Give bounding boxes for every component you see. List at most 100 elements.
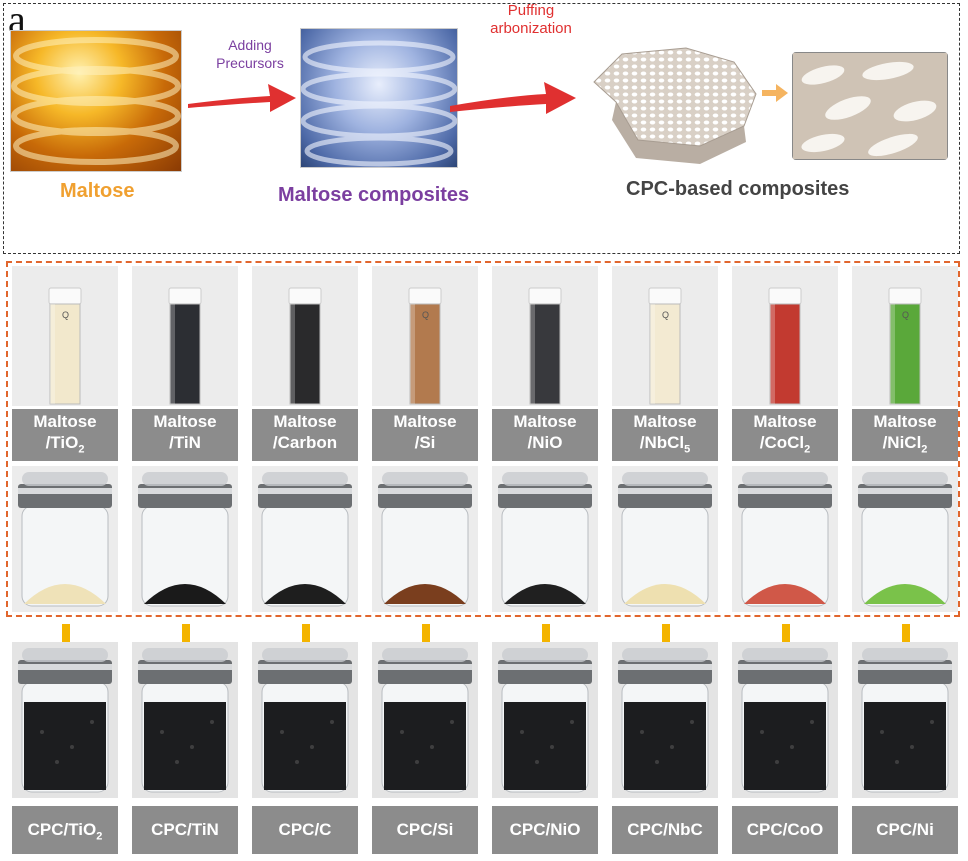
product-label-name: CPC/C bbox=[278, 820, 332, 839]
cpc-zoom-inset bbox=[792, 52, 948, 160]
product-label-name: CPC/TiN bbox=[151, 820, 219, 839]
jar-drawing bbox=[18, 648, 112, 793]
orange-zoom-arrow bbox=[762, 84, 788, 102]
maltose-composites-caption: Maltose composites bbox=[278, 184, 470, 206]
cuvette-label-formula: /TiO bbox=[45, 433, 79, 452]
cuvette-drawing bbox=[528, 287, 562, 405]
cuvette-label-line1: Maltose bbox=[153, 412, 217, 431]
jar-drawing bbox=[858, 472, 952, 607]
formula-subscript: 2 bbox=[78, 443, 85, 456]
arrow1-label-line1: Adding bbox=[228, 37, 272, 53]
cuvette-mark: Q bbox=[62, 310, 70, 320]
cuvette-label-line1: Maltose bbox=[33, 412, 97, 431]
precursor-jar-photo bbox=[372, 466, 478, 612]
formula-subscript: 2 bbox=[804, 443, 811, 456]
product-label: CPC/NbC bbox=[612, 806, 718, 854]
jar-drawing bbox=[858, 648, 952, 793]
panel-label-a: a bbox=[8, 0, 26, 42]
cuvette-drawing bbox=[888, 287, 922, 405]
precursor-jar-photo bbox=[252, 466, 358, 612]
cuvette-drawing bbox=[768, 287, 802, 405]
precursor-jar-photo bbox=[612, 466, 718, 612]
cuvette-photo: Q bbox=[12, 266, 118, 406]
jar-drawing bbox=[378, 648, 472, 793]
product-label-name: CPC/NiO bbox=[509, 820, 581, 839]
maltose-caption: Maltose bbox=[60, 180, 135, 202]
cuvette-mark: Q bbox=[422, 310, 430, 320]
cuvette-label-line1: Maltose bbox=[873, 412, 937, 431]
cuvette-label-formula: /NiCl bbox=[882, 433, 922, 452]
precursor-jar-photo bbox=[492, 466, 598, 612]
cuvette-drawing bbox=[288, 287, 322, 405]
cuvette-label-line2: /NbCl5 bbox=[612, 432, 718, 460]
cuvette-label-formula: /Si bbox=[414, 433, 436, 452]
product-label: CPC/TiN bbox=[132, 806, 238, 854]
product-jar-photo bbox=[492, 642, 598, 798]
cuvette-label-line1: Maltose bbox=[393, 412, 457, 431]
cuvette-label-line2: /CoCl2 bbox=[732, 432, 838, 460]
cpc-composites-caption: CPC-based composites bbox=[626, 178, 850, 200]
jar-drawing bbox=[498, 648, 592, 793]
jar-drawing bbox=[138, 648, 232, 793]
arrow1-label-line2: Precursors bbox=[216, 55, 284, 71]
cuvette-label-line1: Maltose bbox=[753, 412, 817, 431]
cuvette-drawing bbox=[48, 287, 82, 405]
panel-bc-samples-box bbox=[6, 261, 960, 617]
product-label-name: CPC/CoO bbox=[746, 820, 824, 839]
cuvette-photo: Q bbox=[612, 266, 718, 406]
product-jar-photo bbox=[612, 642, 718, 798]
product-label: CPC/C bbox=[252, 806, 358, 854]
cuvette-label-line1: Maltose bbox=[273, 412, 337, 431]
jar-drawing bbox=[498, 472, 592, 607]
formula-subscript: 5 bbox=[684, 443, 691, 456]
cpc-porous-octagon-illustration bbox=[593, 47, 757, 164]
cuvette-photo bbox=[132, 266, 238, 406]
cuvette-label: Maltose/CoCl2 bbox=[732, 409, 838, 461]
jar-drawing bbox=[618, 648, 712, 793]
cuvette-label: Maltose/NiO bbox=[492, 409, 598, 461]
product-label-name: CPC/NbC bbox=[627, 820, 703, 839]
cuvette-label-line1: Maltose bbox=[633, 412, 697, 431]
product-label: CPC/TiO2 bbox=[12, 806, 118, 854]
product-label: CPC/NiO bbox=[492, 806, 598, 854]
red-arrow-2 bbox=[450, 82, 576, 114]
cuvette-label: Maltose/Carbon bbox=[252, 409, 358, 461]
cuvette-label-line1: Maltose bbox=[513, 412, 577, 431]
cuvette-label-line2: /Carbon bbox=[252, 432, 358, 453]
precursor-jar-photo bbox=[12, 466, 118, 612]
product-jar-photo bbox=[132, 642, 238, 798]
precursor-jar-photo bbox=[132, 466, 238, 612]
formula-subscript: 2 bbox=[921, 443, 928, 456]
cuvette-photo: Q bbox=[852, 266, 958, 406]
cuvette-label-line2: /TiO2 bbox=[12, 432, 118, 460]
cuvette-label: Maltose/Si bbox=[372, 409, 478, 461]
cuvette-label-formula: /NiO bbox=[527, 433, 563, 452]
precursor-jar-photo bbox=[852, 466, 958, 612]
cuvette-label-line2: /NiO bbox=[492, 432, 598, 453]
cuvette-label: Maltose/NbCl5 bbox=[612, 409, 718, 461]
cuvette-photo: Q bbox=[372, 266, 478, 406]
cuvette-drawing bbox=[168, 287, 202, 405]
cuvette-photo bbox=[732, 266, 838, 406]
cuvette-label-line2: /Si bbox=[372, 432, 478, 453]
cuvette-label: Maltose/NiCl2 bbox=[852, 409, 958, 461]
cuvette-label-formula: /TiN bbox=[169, 433, 201, 452]
product-label-name: CPC/Ni bbox=[876, 820, 934, 839]
maltose-photo bbox=[10, 30, 182, 172]
cuvette-label: Maltose/TiO2 bbox=[12, 409, 118, 461]
jar-drawing bbox=[618, 472, 712, 607]
jar-drawing bbox=[738, 648, 832, 793]
panel-a-process-box bbox=[3, 3, 960, 254]
product-label: CPC/Si bbox=[372, 806, 478, 854]
cuvette-photo bbox=[492, 266, 598, 406]
jar-drawing bbox=[258, 648, 352, 793]
arrow2-label-line1: Puffing bbox=[507, 2, 555, 19]
formula-subscript: 2 bbox=[96, 830, 103, 843]
jar-drawing bbox=[378, 472, 472, 607]
product-jar-photo bbox=[852, 642, 958, 798]
product-label: CPC/Ni bbox=[852, 806, 958, 854]
maltose-composites-photo bbox=[300, 28, 458, 168]
cuvette-label-formula: /NbCl bbox=[639, 433, 685, 452]
cuvette-label-line2: /TiN bbox=[132, 432, 238, 453]
cuvette-label-formula: /CoCl bbox=[759, 433, 805, 452]
